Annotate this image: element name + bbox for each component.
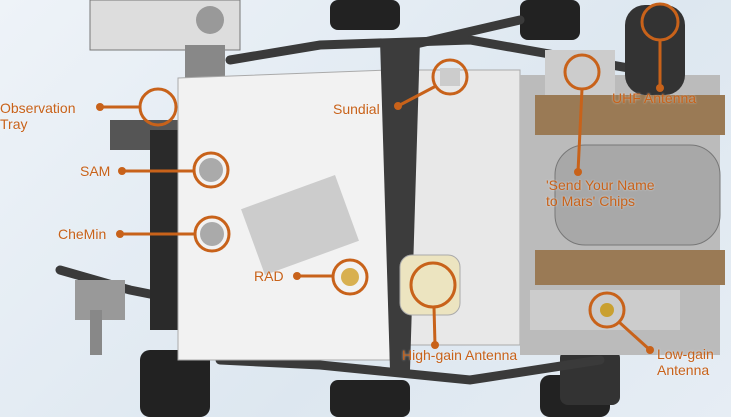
wheel xyxy=(330,0,400,30)
label-line: Observation xyxy=(0,100,76,116)
sundial-marker xyxy=(431,58,469,96)
high-gain-antenna-label: High-gain Antenna xyxy=(402,347,518,363)
wheel xyxy=(520,0,580,40)
label-line: Low-gain xyxy=(657,346,714,362)
high-gain-antenna-marker xyxy=(409,261,457,309)
rad-label: RAD xyxy=(254,268,284,284)
label-line: Tray xyxy=(0,116,28,132)
wheel xyxy=(330,380,410,417)
label-line: Antenna xyxy=(657,362,710,378)
label-line: to Mars' Chips xyxy=(546,193,636,209)
label-line: 'Send Your Name xyxy=(546,177,655,193)
wheel xyxy=(140,350,210,417)
chemin-label: CheMin xyxy=(58,226,107,242)
uhf-antenna-label: UHF Antenna xyxy=(612,90,697,106)
sundial-label: Sundial xyxy=(333,101,380,117)
low-gain-antenna-marker xyxy=(588,291,626,329)
observation-tray-marker xyxy=(138,87,178,127)
sam-label: SAM xyxy=(80,163,111,179)
